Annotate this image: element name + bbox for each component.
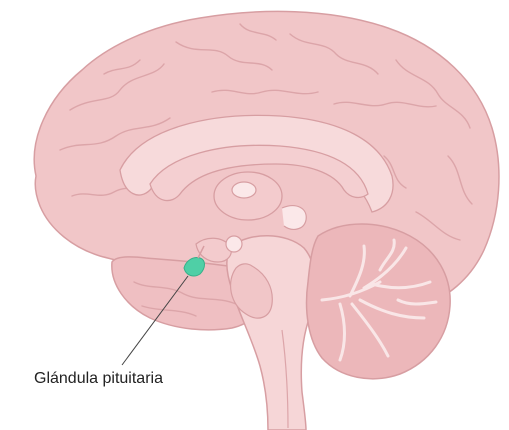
- interthalamic-adhesion: [232, 182, 256, 198]
- fornix: [282, 206, 306, 230]
- mammillary-body: [226, 236, 242, 252]
- pituitary-gland-label: Glándula pituitaria: [34, 371, 163, 387]
